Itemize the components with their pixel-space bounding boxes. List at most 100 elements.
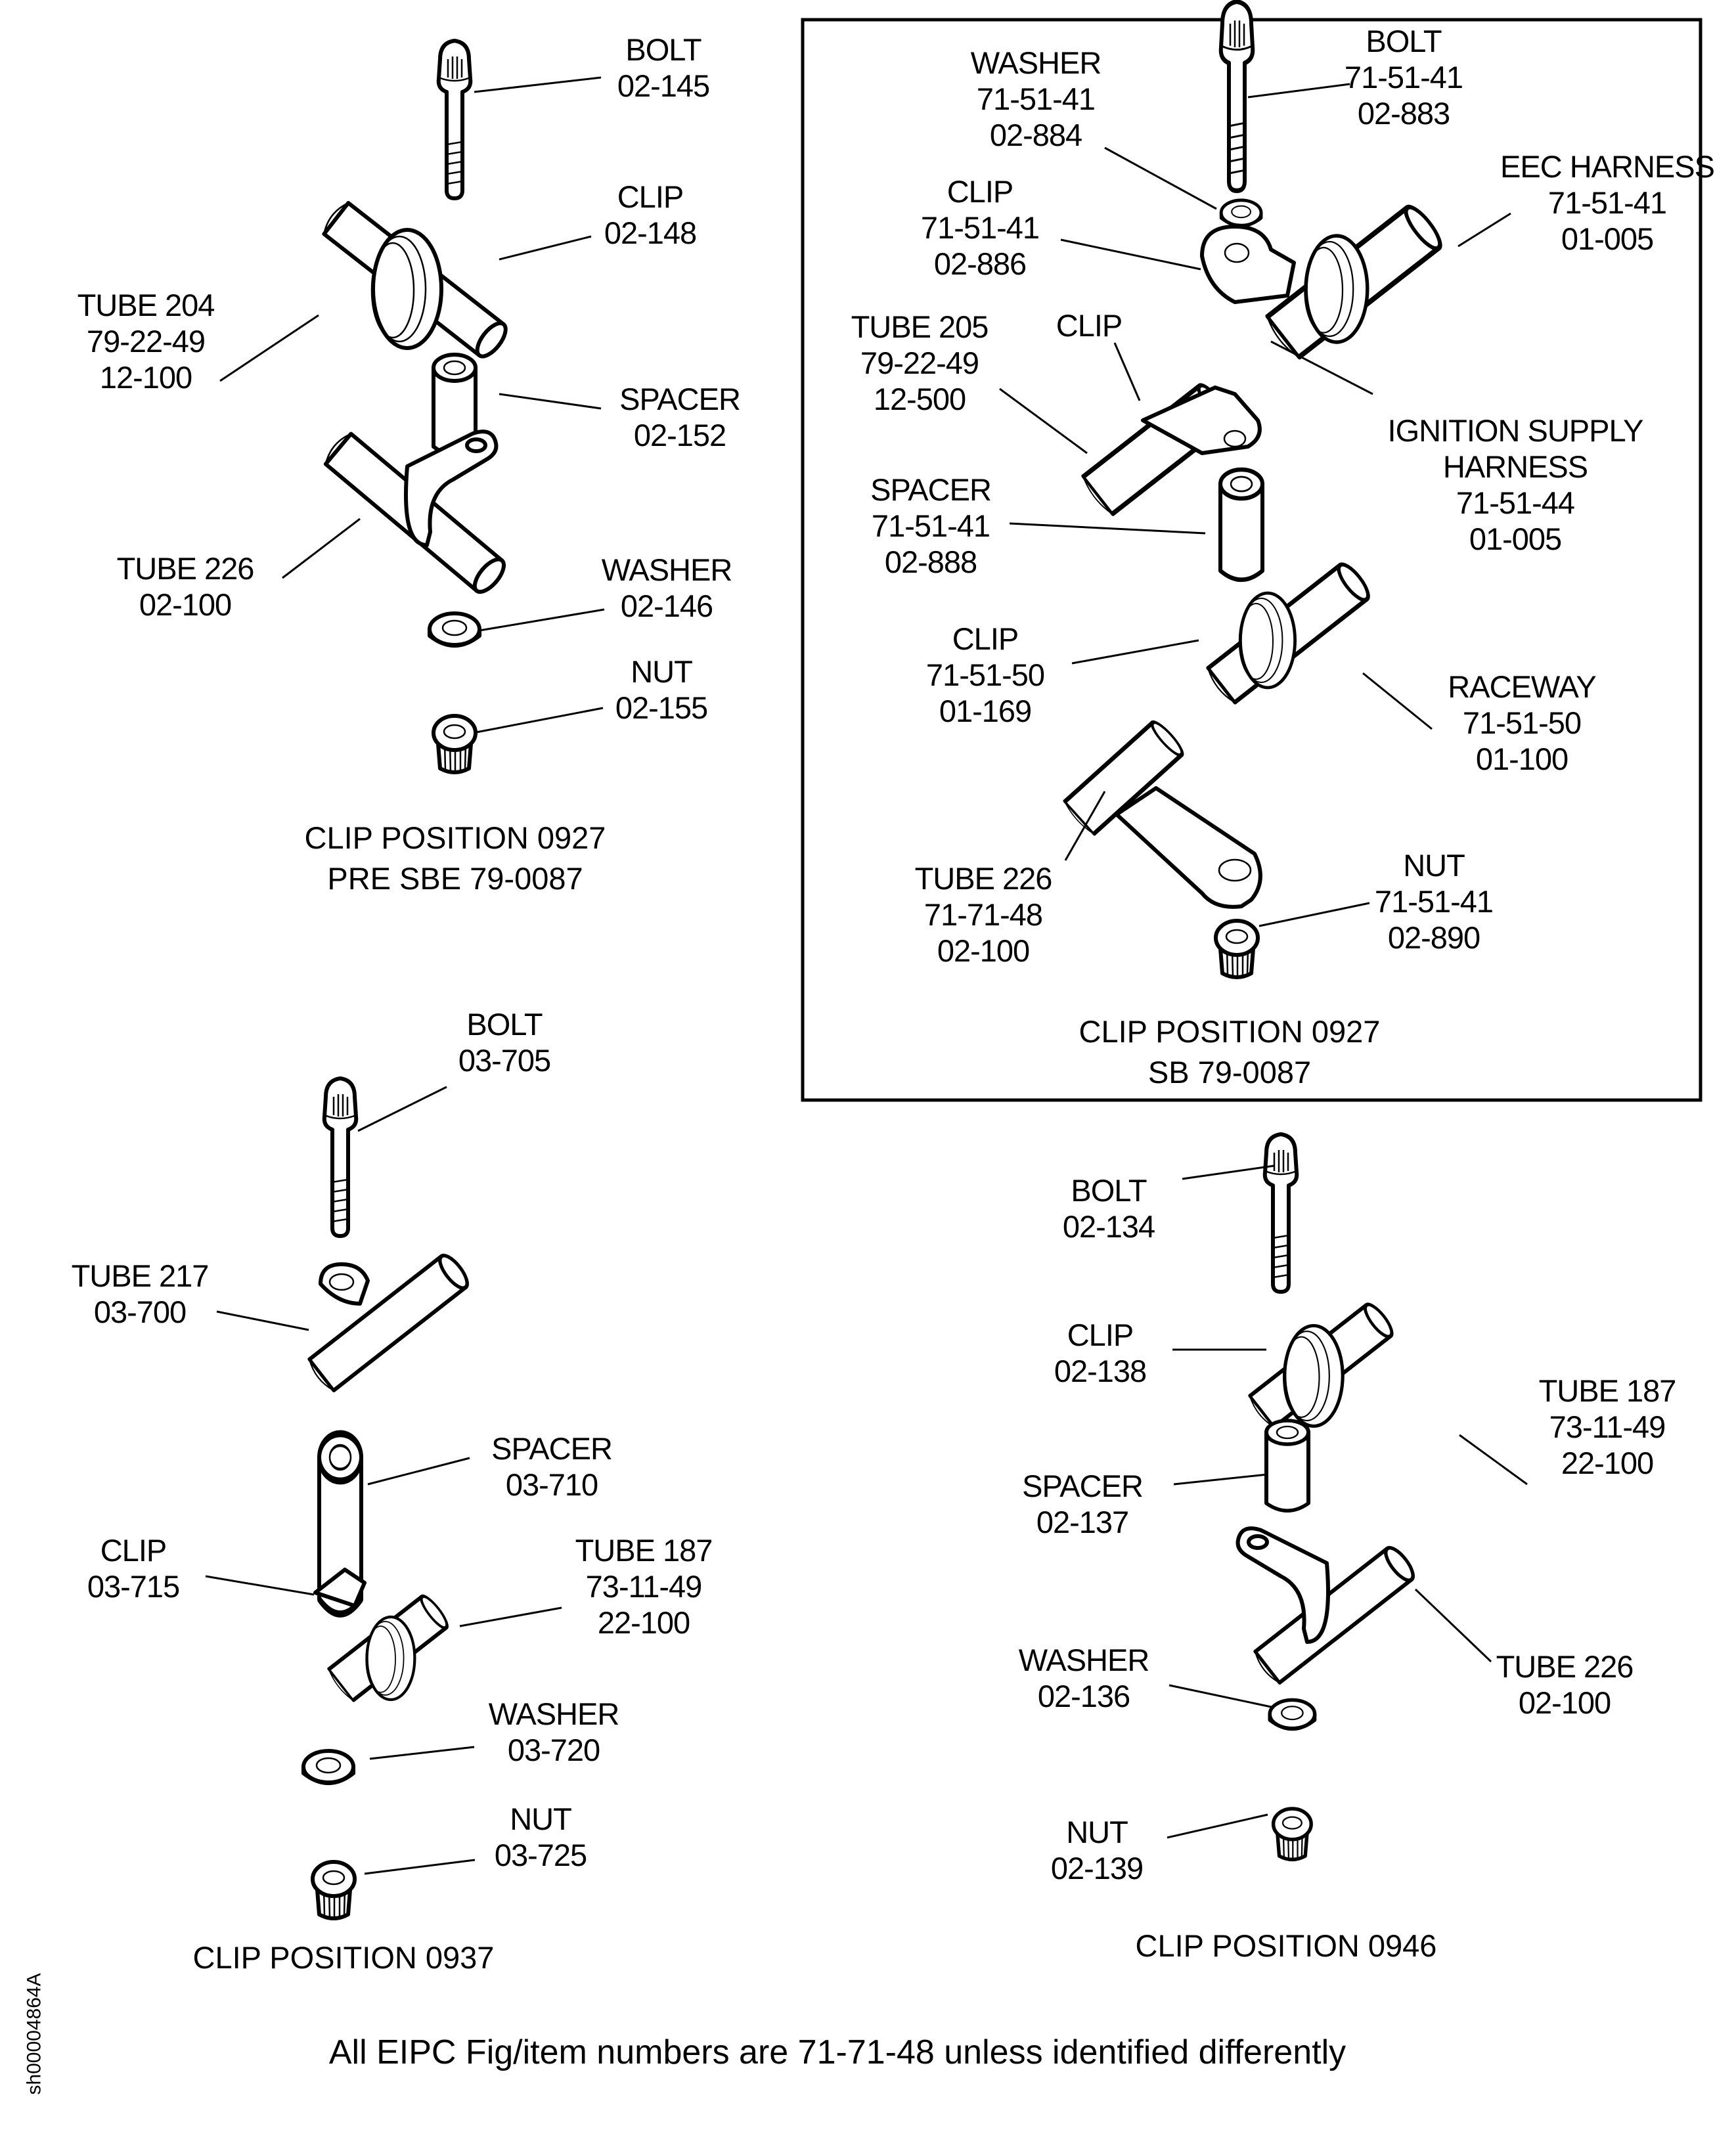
clip-cushion-part: [366, 1617, 414, 1700]
leader-line: [1247, 83, 1350, 99]
clip-02-886-part: [1200, 225, 1296, 304]
caption-0937: CLIP POSITION 0937: [192, 1940, 495, 1975]
strap-clip-part: [1115, 786, 1262, 909]
footer-note: All EIPC Fig/item numbers are 71-71-48 u…: [328, 2033, 1347, 2071]
washer-part: [430, 613, 479, 646]
harness-cushion-part: [1304, 236, 1367, 342]
leader-line: [499, 393, 602, 410]
clip-03-715-part: [313, 1568, 367, 1608]
leader-line: [1270, 340, 1373, 395]
clip-tab-part: [319, 1262, 370, 1306]
leader-line: [459, 1606, 562, 1627]
nut-part: [1274, 1809, 1312, 1860]
leader-line: [1459, 1434, 1528, 1486]
washer-part: [303, 1751, 353, 1783]
leader-line: [1071, 639, 1199, 665]
leader-line: [499, 235, 592, 261]
washer-part: [1270, 1700, 1314, 1729]
leader-line: [1064, 791, 1106, 861]
bolt-part: [1265, 1134, 1297, 1292]
leader-line: [1168, 1684, 1275, 1709]
leader-line: [476, 707, 604, 734]
clip-tab-part: [1141, 386, 1262, 455]
leader-line: [364, 1859, 476, 1875]
washer-part: [1221, 200, 1261, 226]
leader-line: [474, 76, 602, 93]
leader-line: [1362, 672, 1433, 730]
bolt-part: [324, 1078, 357, 1236]
leader-line: [1167, 1813, 1268, 1839]
leader-line: [1104, 146, 1217, 210]
leader-line: [216, 1310, 309, 1331]
spacer-part: [1266, 1421, 1308, 1511]
leader-line: [357, 1086, 447, 1132]
leader-line: [367, 1457, 470, 1486]
group-0927-pre-sbe: [219, 41, 605, 773]
leader-line: [999, 387, 1088, 454]
leader-line: [1113, 342, 1141, 401]
spacer-part: [1220, 470, 1262, 580]
label-clip-mid: CLIP: [1056, 308, 1123, 343]
group-0937: [205, 1078, 562, 1919]
clip-02-138-part: [1283, 1326, 1343, 1426]
leader-line: [205, 1575, 315, 1596]
leader-line: [479, 608, 605, 632]
nut-part: [313, 1862, 355, 1919]
group-0946: [1167, 1134, 1528, 1860]
leader-line: [369, 1746, 475, 1760]
leader-line: [1173, 1473, 1268, 1486]
leader-line: [1009, 522, 1206, 535]
bolt-part: [439, 41, 471, 198]
group-0927-sb: [999, 1, 1511, 978]
nut-part: [434, 716, 476, 773]
leader-line: [1060, 238, 1201, 271]
clip-01-169-part: [1239, 593, 1295, 688]
bolt-part: [1221, 1, 1253, 190]
leader-line: [1182, 1164, 1275, 1180]
leader-line: [1414, 1588, 1492, 1663]
strap-clip-part: [1238, 1528, 1328, 1642]
document-id: sh00004864A: [23, 1973, 45, 2095]
leader-line: [1258, 902, 1370, 927]
caption-0946: CLIP POSITION 0946: [1135, 1928, 1437, 1963]
leader-line: [1458, 212, 1511, 248]
leader-line: [219, 314, 319, 382]
leader-line: [282, 518, 361, 579]
nut-part: [1216, 921, 1258, 978]
